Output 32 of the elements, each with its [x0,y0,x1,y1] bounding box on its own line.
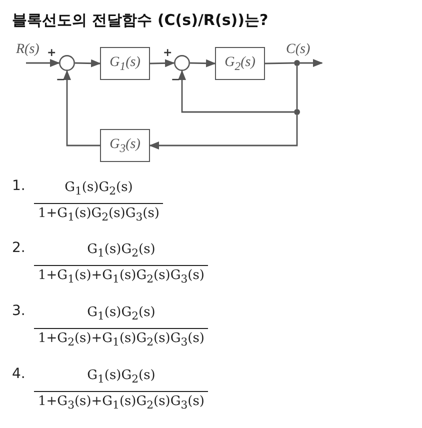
arrow [178,70,294,113]
edge-label: R(s) [16,42,40,57]
junction-dot [294,109,300,115]
sign-label: + [47,47,56,58]
question-title: 블록선도의 전달함수 (C(s)/R(s))는? [12,11,268,30]
fraction-formula: G$_{1}$(s)G$_{2}$(s) 1+G$_{2}$(s)+G$_{1}$(s)G$_{2}$(s)G$_{3}$(s) [34,305,208,350]
block-box: G$_{3}$(s) [100,129,150,162]
arrow [74,59,101,68]
option-number: 2. [12,240,26,256]
arrow [150,59,175,68]
junction-dot [294,60,300,66]
arrow [26,59,60,67]
option-number: 4. [12,366,26,382]
summing-circle [174,55,190,71]
option-number: 3. [12,303,26,319]
arrow [149,115,298,150]
block-box: G$_{2}$(s) [215,47,265,80]
edge-label: C(s) [286,42,310,57]
line [296,66,298,109]
line [264,62,294,64]
sign-label: + [163,47,172,58]
fraction-formula: G$_{1}$(s)G$_{2}$(s) 1+G$_{3}$(s)+G$_{1}$(s)G$_{2}$(s)G$_{3}$(s) [34,368,208,414]
sign-label: − [171,74,180,85]
arrow [300,59,323,67]
fraction-formula: G$_{1}$(s)G$_{2}$(s) 1+G$_{1}$(s)G$_{2}$(s)G$_{3}$(s) [34,180,164,226]
summing-circle [59,55,75,71]
arrow [190,59,216,68]
sign-label: − [56,74,66,85]
arrow [63,70,100,146]
option-number: 1. [12,178,26,194]
block-box: G$_{1}$(s) [100,47,150,80]
fraction-formula: G$_{1}$(s)G$_{2}$(s) 1+G$_{1}$(s)+G$_{1}$(s)G$_{2}$(s)G$_{3}$(s) [34,242,208,288]
